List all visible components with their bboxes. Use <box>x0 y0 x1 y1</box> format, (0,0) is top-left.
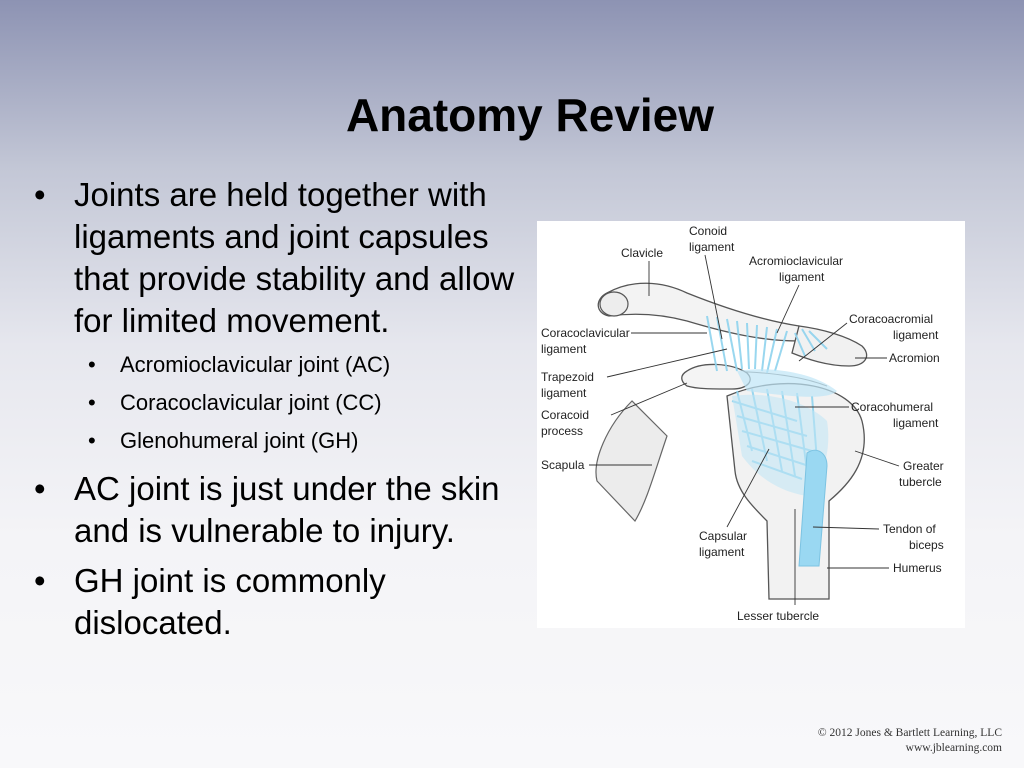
label-clavicle: Clavicle <box>621 246 663 260</box>
sub-bullet-text: Coracoclavicular joint (CC) <box>120 390 382 415</box>
coracohumeral-ligament-shape <box>737 369 837 397</box>
bullet-text: AC joint is just under the skin and is v… <box>74 470 500 549</box>
sub-bullet-list: • Acromioclavicular joint (AC) • Coracoc… <box>74 346 522 460</box>
label-conoid-1: Conoid <box>689 224 727 238</box>
sub-bullet-marker: • <box>88 352 96 377</box>
bullet-marker: • <box>34 176 46 213</box>
bullet-text: GH joint is commonly dislocated. <box>74 562 386 641</box>
label-coracohumeral-1: Coracohumeral <box>851 400 933 414</box>
bullet-item-ligaments: • Joints are held together with ligament… <box>32 174 522 460</box>
bullet-item-ac-joint: • AC joint is just under the skin and is… <box>32 468 522 552</box>
label-coracoclavicular-1: Coracoclavicular <box>541 326 630 340</box>
label-acromioclavicular-1: Acromioclavicular <box>749 254 843 268</box>
leader-lines <box>589 254 900 605</box>
clavicle-end-shape <box>599 291 629 317</box>
bullet-item-gh-joint: • GH joint is commonly dislocated. <box>32 560 522 644</box>
label-coracoid-1: Coracoid <box>541 408 589 422</box>
label-capsular-1: Capsular <box>699 529 747 543</box>
bullet-list: • Joints are held together with ligament… <box>32 174 522 652</box>
bullet-text: Joints are held together with ligaments … <box>74 176 515 339</box>
clavicle-shape <box>597 282 800 342</box>
sub-bullet-item-gh: • Glenohumeral joint (GH) <box>74 422 522 460</box>
label-humerus: Humerus <box>893 561 942 575</box>
shoulder-illustration: Conoid ligament Clavicle Acromioclavicul… <box>541 224 944 623</box>
label-coracoacromial-2: ligament <box>893 328 939 342</box>
label-capsular-2: ligament <box>699 545 745 559</box>
label-acromioclavicular-2: ligament <box>779 270 825 284</box>
scapula-shape <box>595 400 668 522</box>
sub-bullet-item-cc: • Coracoclavicular joint (CC) <box>74 384 522 422</box>
label-coracoacromial-1: Coracoacromial <box>849 312 933 326</box>
sub-bullet-item-ac: • Acromioclavicular joint (AC) <box>74 346 522 384</box>
label-greater-tubercle-1: Greater <box>903 459 944 473</box>
sub-bullet-marker: • <box>88 390 96 415</box>
label-lesser-tubercle: Lesser tubercle <box>737 609 819 623</box>
sub-bullet-text: Acromioclavicular joint (AC) <box>120 352 391 377</box>
label-conoid-2: ligament <box>689 240 735 254</box>
acromion-shape <box>791 325 868 367</box>
bullet-marker: • <box>34 470 46 507</box>
label-tendon-biceps-2: biceps <box>909 538 944 552</box>
sub-bullet-marker: • <box>88 428 96 453</box>
credit-line-1: © 2012 Jones & Bartlett Learning, LLC <box>817 727 1002 739</box>
slide-title: Anatomy Review <box>345 89 715 141</box>
shoulder-anatomy-figure: Conoid ligament Clavicle Acromioclavicul… <box>537 221 965 628</box>
label-tendon-biceps-1: Tendon of <box>883 522 936 536</box>
bullet-marker: • <box>34 562 46 599</box>
copyright-credit: © 2012 Jones & Bartlett Learning, LLC ww… <box>818 726 1002 756</box>
label-greater-tubercle-2: tubercle <box>899 475 942 489</box>
label-coracoclavicular-2: ligament <box>541 342 587 356</box>
label-acromion: Acromion <box>889 351 940 365</box>
label-coracohumeral-2: ligament <box>893 416 939 430</box>
biceps-tendon-shape <box>798 449 828 567</box>
sub-bullet-text: Glenohumeral joint (GH) <box>120 428 359 453</box>
label-trapezoid-1: Trapezoid <box>541 370 594 384</box>
capsular-ligament-shape <box>732 394 829 496</box>
label-trapezoid-2: ligament <box>541 386 587 400</box>
credit-line-2: www.jblearning.com <box>905 742 1002 754</box>
label-scapula: Scapula <box>541 458 585 472</box>
label-coracoid-2: process <box>541 424 583 438</box>
